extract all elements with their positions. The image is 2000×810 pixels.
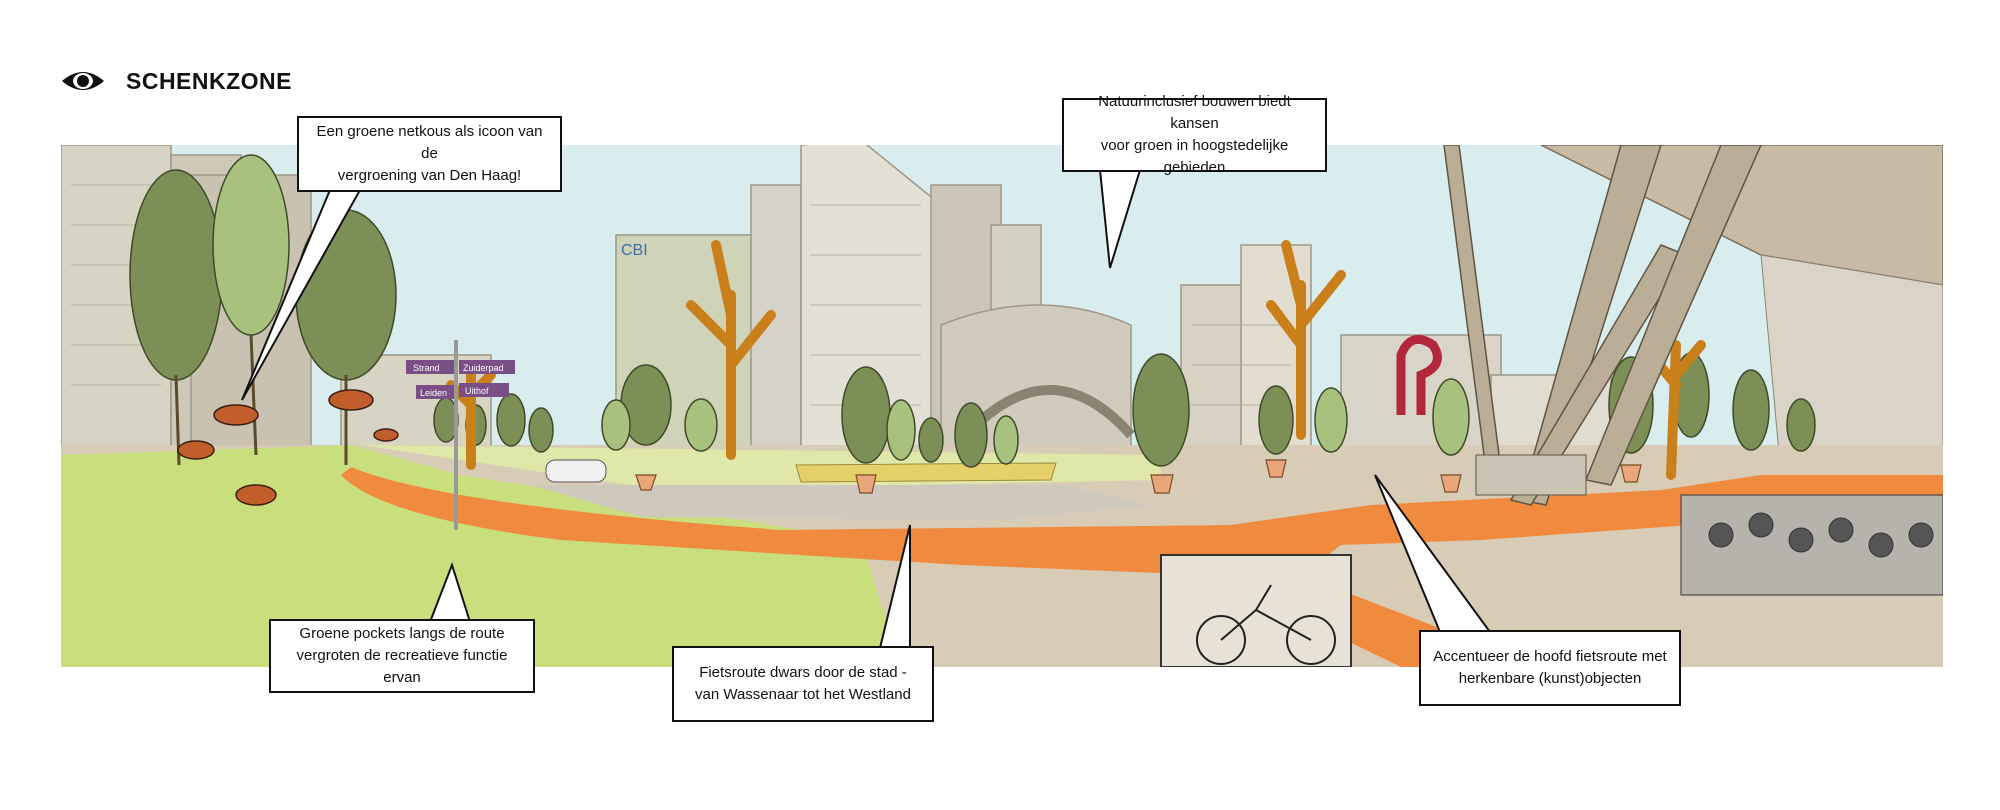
building-logo: CBI <box>621 242 648 259</box>
callout-fietsroute-line1: Fietsroute dwars door de stad - <box>699 664 907 681</box>
page-title: SCHENKZONE <box>126 67 293 94</box>
signpost: Strand Zuiderpad Leiden Uithof <box>406 340 515 530</box>
cafe-terrace <box>1680 494 1943 596</box>
bicycle-icon <box>1196 584 1336 665</box>
street-illustration: CBI <box>61 145 1943 667</box>
arch-bridge <box>962 385 1135 439</box>
car <box>545 459 607 483</box>
callout-pockets-line1: Groene pockets langs de route <box>299 625 505 642</box>
red-sculpture <box>1396 334 1442 415</box>
bike-path <box>341 467 1943 667</box>
callout-natuur-line1: Natuurinclusief bouwen biedt kansen <box>1098 93 1291 132</box>
section-header: SCHENKZONE <box>60 66 292 96</box>
callout-fietsroute-line2: van Wassenaar tot het Westland <box>695 686 911 703</box>
callout-natuur-line2: voor groen in hoogstedelijke gebieden <box>1100 137 1289 176</box>
sign-zuiderpad: Zuiderpad <box>463 363 504 373</box>
callout-fietsroute: Fietsroute dwars door de stad - van Wass… <box>672 646 934 722</box>
callout-pockets: Groene pockets langs de route vergroten … <box>269 619 535 693</box>
callout-natuur: Natuurinclusief bouwen biedt kansen voor… <box>1062 93 1327 176</box>
sign-uithof: Uithof <box>465 386 489 396</box>
callout-accentueer: Accentueer de hoofd fietsroute met herke… <box>1419 630 1681 706</box>
callout-netkous-line2: vergroening van Den Haag! <box>337 167 522 184</box>
column-base <box>1475 454 1587 496</box>
sign-strand: Strand <box>413 363 440 373</box>
road <box>531 485 1151 520</box>
columns <box>1443 145 1762 506</box>
callout-pockets-line2: vergroten de recreatieve functie ervan <box>296 647 508 686</box>
callout-netkous-line1: Een groene netkous als icoon van de <box>316 123 543 162</box>
callout-netkous: Een groene netkous als icoon van de verg… <box>297 116 562 192</box>
eye-icon <box>62 72 104 90</box>
sign-leiden: Leiden <box>420 388 447 398</box>
callout-accentueer-line1: Accentueer de hoofd fietsroute met <box>1433 648 1667 665</box>
callout-accentueer-line2: herkenbare (kunst)objecten <box>1458 670 1642 687</box>
